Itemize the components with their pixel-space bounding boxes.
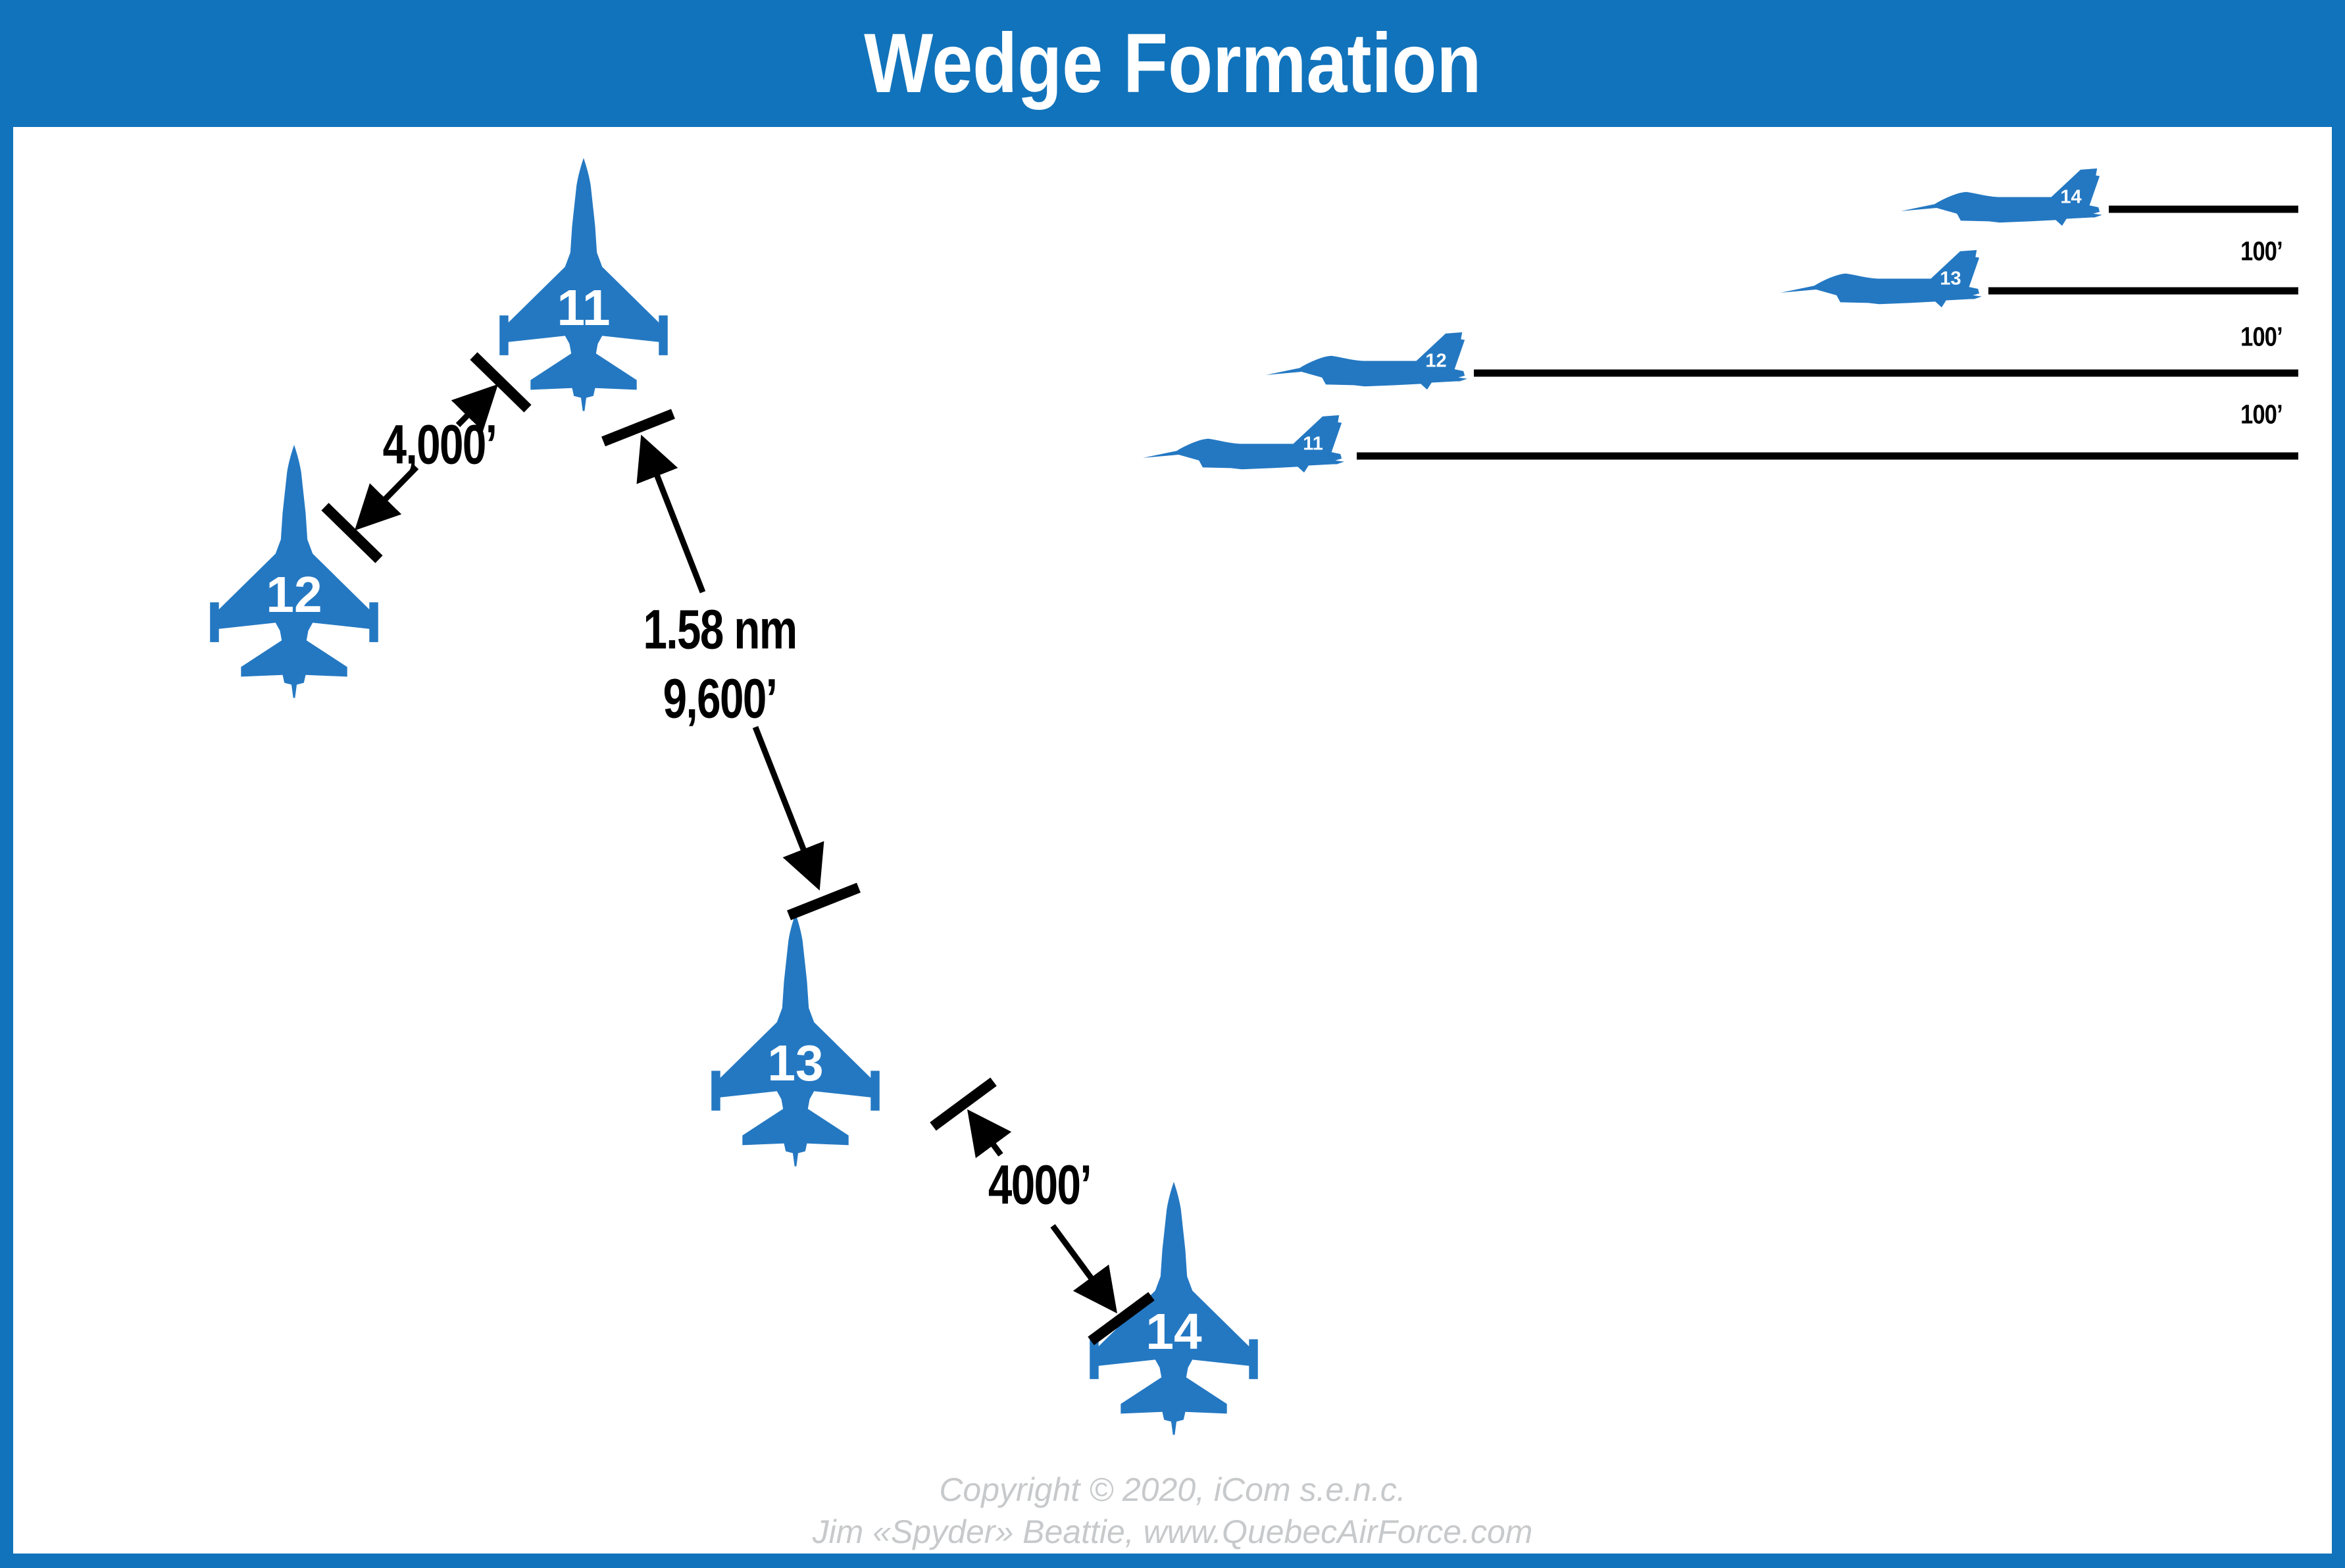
page-title: Wedge Formation xyxy=(863,16,1482,111)
dimension-tick xyxy=(470,352,532,413)
distance-label-4000ft-trail: 4000’ xyxy=(988,1153,1092,1216)
altitude-step-label: 100’ xyxy=(2240,236,2283,266)
dimension-tick xyxy=(321,503,383,563)
title-bar: Wedge Formation xyxy=(0,0,2345,127)
distance-label-4000ft-lead: 4,000’ xyxy=(382,413,497,476)
plan-jet-13: 13 xyxy=(711,913,880,1167)
dimension-arrow xyxy=(752,726,824,891)
f16-topview-silhouette xyxy=(210,445,378,698)
jet-number: 14 xyxy=(1146,1304,1202,1360)
dimension-arrow xyxy=(967,1109,1012,1159)
jet-number: 11 xyxy=(557,280,610,336)
altitude-reference-lines xyxy=(1357,205,2298,460)
dimension-tick xyxy=(930,1077,997,1131)
altitude-step-label: 100’ xyxy=(2240,399,2283,430)
dimension-tick xyxy=(787,882,861,921)
altitude-step-label: 100’ xyxy=(2240,321,2283,352)
frame-border-left xyxy=(0,127,13,1568)
dimension-tick xyxy=(601,409,675,447)
dimension-arrow xyxy=(354,465,419,531)
dimension-arrow xyxy=(1050,1224,1118,1314)
f16-topview-silhouette xyxy=(499,158,668,411)
jet-number: 13 xyxy=(767,1036,823,1092)
jet-number: 12 xyxy=(266,567,322,623)
frame-border-bottom xyxy=(0,1554,2345,1568)
profile-jet-11: 11 xyxy=(1142,415,1345,473)
dimension-arrow xyxy=(636,434,706,594)
dimension-arrow xyxy=(451,384,499,432)
f16-topview-silhouette xyxy=(1090,1182,1258,1435)
f16-topview-silhouette xyxy=(711,913,880,1167)
jet-number: 12 xyxy=(1425,350,1446,371)
jet-number: 14 xyxy=(2060,186,2081,207)
dimension-element-distance xyxy=(601,409,861,921)
profile-jet-12: 12 xyxy=(1265,332,1468,390)
dimension-4000ft-trail xyxy=(930,1077,1155,1346)
plan-jet-12: 12 xyxy=(210,445,378,698)
profile-jet-14: 14 xyxy=(1900,168,2103,226)
profile-jet-13: 13 xyxy=(1780,249,1982,308)
author-text: Jim «Spyder» Beattie, www.QuebecAirForce… xyxy=(812,1513,1533,1550)
jet-number: 13 xyxy=(1940,268,1961,289)
copyright-text: Copyright © 2020, iCom s.e.n.c. xyxy=(939,1471,1406,1508)
dimension-tick xyxy=(1088,1292,1155,1346)
plan-jet-11: 11 xyxy=(499,158,668,411)
frame-border-right xyxy=(2332,127,2345,1568)
f16-profile-silhouette xyxy=(1780,249,1982,308)
plan-jet-14: 14 xyxy=(1090,1182,1258,1435)
f16-profile-silhouette xyxy=(1900,168,2103,226)
dimension-4000ft-lead xyxy=(321,352,532,563)
distance-label-ft: 9,600’ xyxy=(663,667,778,730)
jet-number: 11 xyxy=(1303,433,1323,454)
distance-label-nm: 1.58 nm xyxy=(643,598,797,661)
